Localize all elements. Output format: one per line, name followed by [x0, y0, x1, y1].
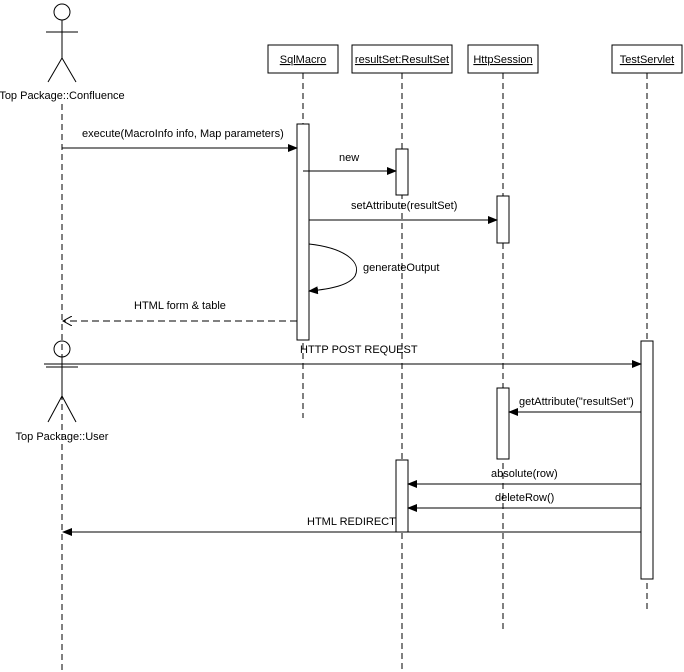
message-http-post-label: HTTP POST REQUEST [300, 344, 418, 356]
actor-confluence: Top Package::Confluence [0, 3, 125, 102]
message-html-form-label: HTML form & table [134, 300, 226, 312]
message-generate-output-label: generateOutput [363, 262, 439, 274]
message-generate-output: generateOutput [308, 243, 439, 295]
message-absolute: absolute(row) [407, 468, 641, 488]
actor-confluence-leg-right [61, 57, 77, 83]
activation-resultset-1 [395, 148, 409, 196]
message-delete-row: deleteRow() [407, 492, 641, 512]
participant-httpsession: HttpSession [467, 44, 539, 74]
message-new: new [303, 152, 397, 175]
message-html-form: HTML form & table [63, 300, 297, 321]
message-get-attribute-label: getAttribute("resultSet") [519, 396, 634, 408]
participant-sqlmacro-box [267, 44, 339, 74]
message-get-attribute: getAttribute("resultSet") [508, 396, 641, 416]
actor-confluence-label: Top Package::Confluence [0, 90, 125, 102]
message-execute: execute(MacroInfo info, Map parameters) [62, 128, 298, 152]
participant-sqlmacro: SqlMacro [267, 44, 339, 74]
activation-resultset-2 [395, 459, 409, 533]
participant-testservlet-label: TestServlet [620, 54, 674, 66]
participant-resultset: resultSet:ResultSet [351, 44, 453, 74]
message-html-redirect: HTML REDIRECT [62, 516, 641, 536]
activation-testservlet [640, 340, 654, 580]
actor-confluence-leg-left [47, 57, 63, 83]
message-execute-label: execute(MacroInfo info, Map parameters) [82, 128, 284, 140]
message-new-label: new [339, 152, 359, 164]
actor-user-leg-right [61, 395, 77, 423]
activation-sqlmacro [296, 123, 310, 341]
message-delete-row-label: deleteRow() [495, 492, 554, 504]
participant-resultset-label: resultSet:ResultSet [355, 54, 449, 66]
message-generate-output-arrow [308, 243, 357, 295]
message-html-redirect-label: HTML REDIRECT [307, 516, 396, 528]
message-absolute-label: absolute(row) [491, 468, 558, 480]
participant-httpsession-label: HttpSession [473, 54, 532, 66]
message-http-post: HTTP POST REQUEST [44, 344, 642, 368]
message-set-attribute: setAttribute(resultSet) [309, 200, 498, 224]
participant-testservlet: TestServlet [611, 44, 683, 74]
message-set-attribute-label: setAttribute(resultSet) [351, 200, 457, 212]
actor-user-leg-left [47, 395, 63, 423]
participant-sqlmacro-label: SqlMacro [280, 54, 326, 66]
activation-httpsession-1 [496, 195, 510, 244]
activation-httpsession-2 [496, 387, 510, 460]
actor-confluence-head [53, 3, 71, 21]
